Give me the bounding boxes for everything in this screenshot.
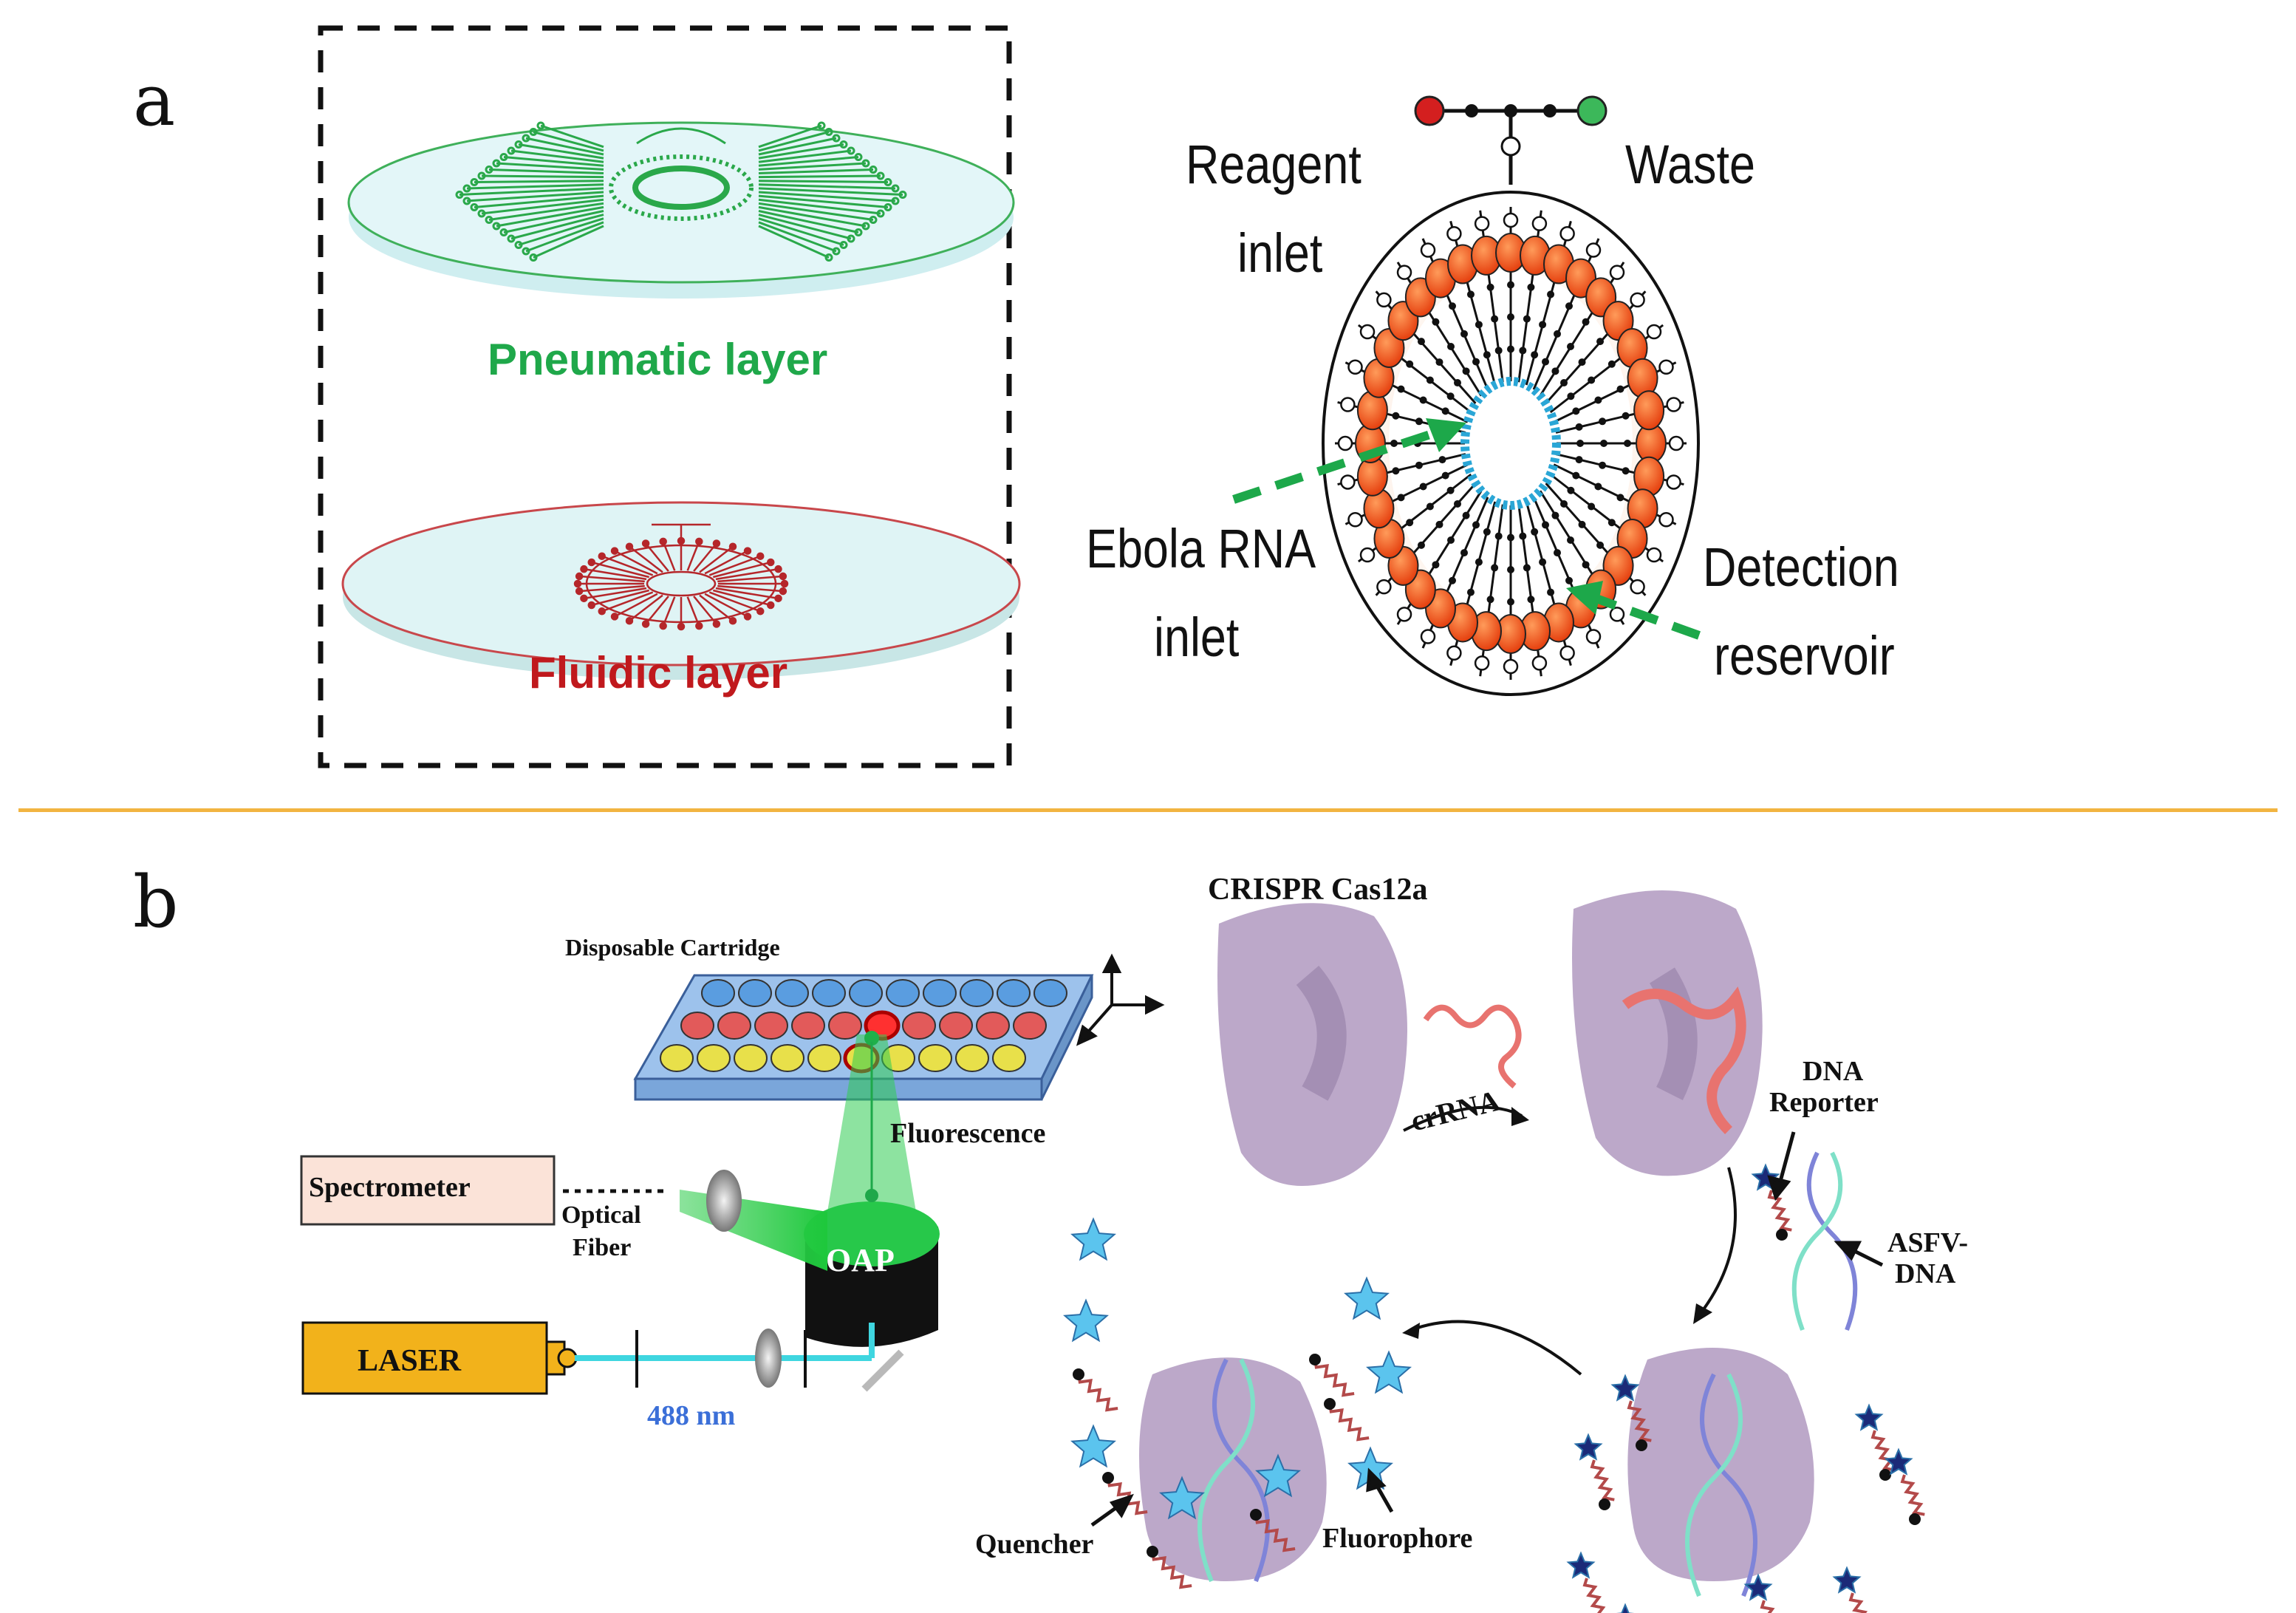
ebola-inlet-arrow (1232, 418, 1466, 504)
valve-green (1576, 95, 1607, 126)
disc-reservoir-ring (1335, 207, 1687, 680)
collection-lens (706, 1170, 742, 1232)
asfv-dna-label-line2: DNA (1895, 1258, 1956, 1289)
bound-crrna (1622, 986, 1746, 1134)
detection-reservoir-label-line2: reservoir (1714, 625, 1895, 686)
panel-letter-b: b (133, 861, 179, 944)
pneumatic-disc (347, 121, 1015, 299)
pneumatic-layer-label: Pneumatic layer (488, 335, 828, 384)
panel-divider (18, 808, 2278, 812)
fluidic-channel-pattern (573, 523, 789, 631)
cycle-arrow-2 (1410, 1320, 1582, 1376)
detection-reservoir-label-line1: Detection (1703, 536, 1899, 598)
crrna-strand (1423, 1004, 1522, 1089)
dna-reporter-label-line2: Reporter (1769, 1087, 1879, 1118)
cas12a-apo (1217, 903, 1407, 1186)
spectrometer-box (300, 1155, 556, 1226)
valve-bar (1414, 95, 1607, 185)
label-arrows (1090, 1131, 1884, 1527)
cycle-arrow-1 (1698, 1167, 1737, 1317)
cas12a-title: CRISPR Cas12a (1208, 873, 1428, 907)
fluorescence-beam-horizontal (680, 1190, 827, 1271)
wavelength-label: 488 nm (647, 1400, 736, 1431)
oap-label: OAP (826, 1242, 895, 1278)
ebola-rna-label-line1: Ebola RNA (1086, 518, 1316, 579)
laser-box (301, 1321, 548, 1395)
dna-reporter-label-line1: DNA (1803, 1056, 1864, 1087)
oap-mirror (804, 1189, 940, 1347)
dna-helices (1197, 1151, 1858, 1597)
cas12a-cleaving (1139, 1357, 1327, 1581)
axes-arrows (1076, 953, 1165, 1046)
valve-red (1414, 95, 1445, 126)
layers-dashed-box (318, 25, 1012, 768)
panel-a-graphics (318, 25, 1701, 768)
optical-fiber-label-line2: Fiber (573, 1234, 632, 1261)
cartridge-label: Disposable Cartridge (565, 934, 780, 961)
disposable-cartridge (633, 974, 1094, 1101)
fluorophore-label: Fluorophore (1322, 1523, 1473, 1554)
fluorescence-label: Fluorescence (890, 1118, 1046, 1149)
detection-reservoir-arrow (1566, 581, 1701, 640)
spectrometer-label: Spectrometer (309, 1172, 471, 1203)
waste-label: Waste (1625, 134, 1755, 195)
pneumatic-channel-pattern (455, 121, 907, 262)
focusing-lens (755, 1329, 782, 1388)
reagent-inlet-label-line1: Reagent (1186, 134, 1361, 195)
laser-label: LASER (358, 1344, 462, 1378)
ebola-rna-label-line2: inlet (1154, 607, 1240, 668)
panel-letter-a: a (133, 59, 176, 142)
asfv-dna-label-line1: ASFV- (1887, 1227, 1969, 1258)
panel-b-graphics (300, 890, 1925, 1613)
fluidic-layer-label: Fluidic layer (529, 648, 788, 698)
cas12a-crrna (1572, 890, 1763, 1176)
dichroic-mirror (861, 1349, 904, 1392)
optical-fiber-label-line1: Optical (561, 1201, 641, 1229)
reagent-inlet-label-line2: inlet (1237, 222, 1323, 284)
quencher-label: Quencher (975, 1529, 1094, 1560)
cas12a-activated (1627, 1348, 1814, 1581)
